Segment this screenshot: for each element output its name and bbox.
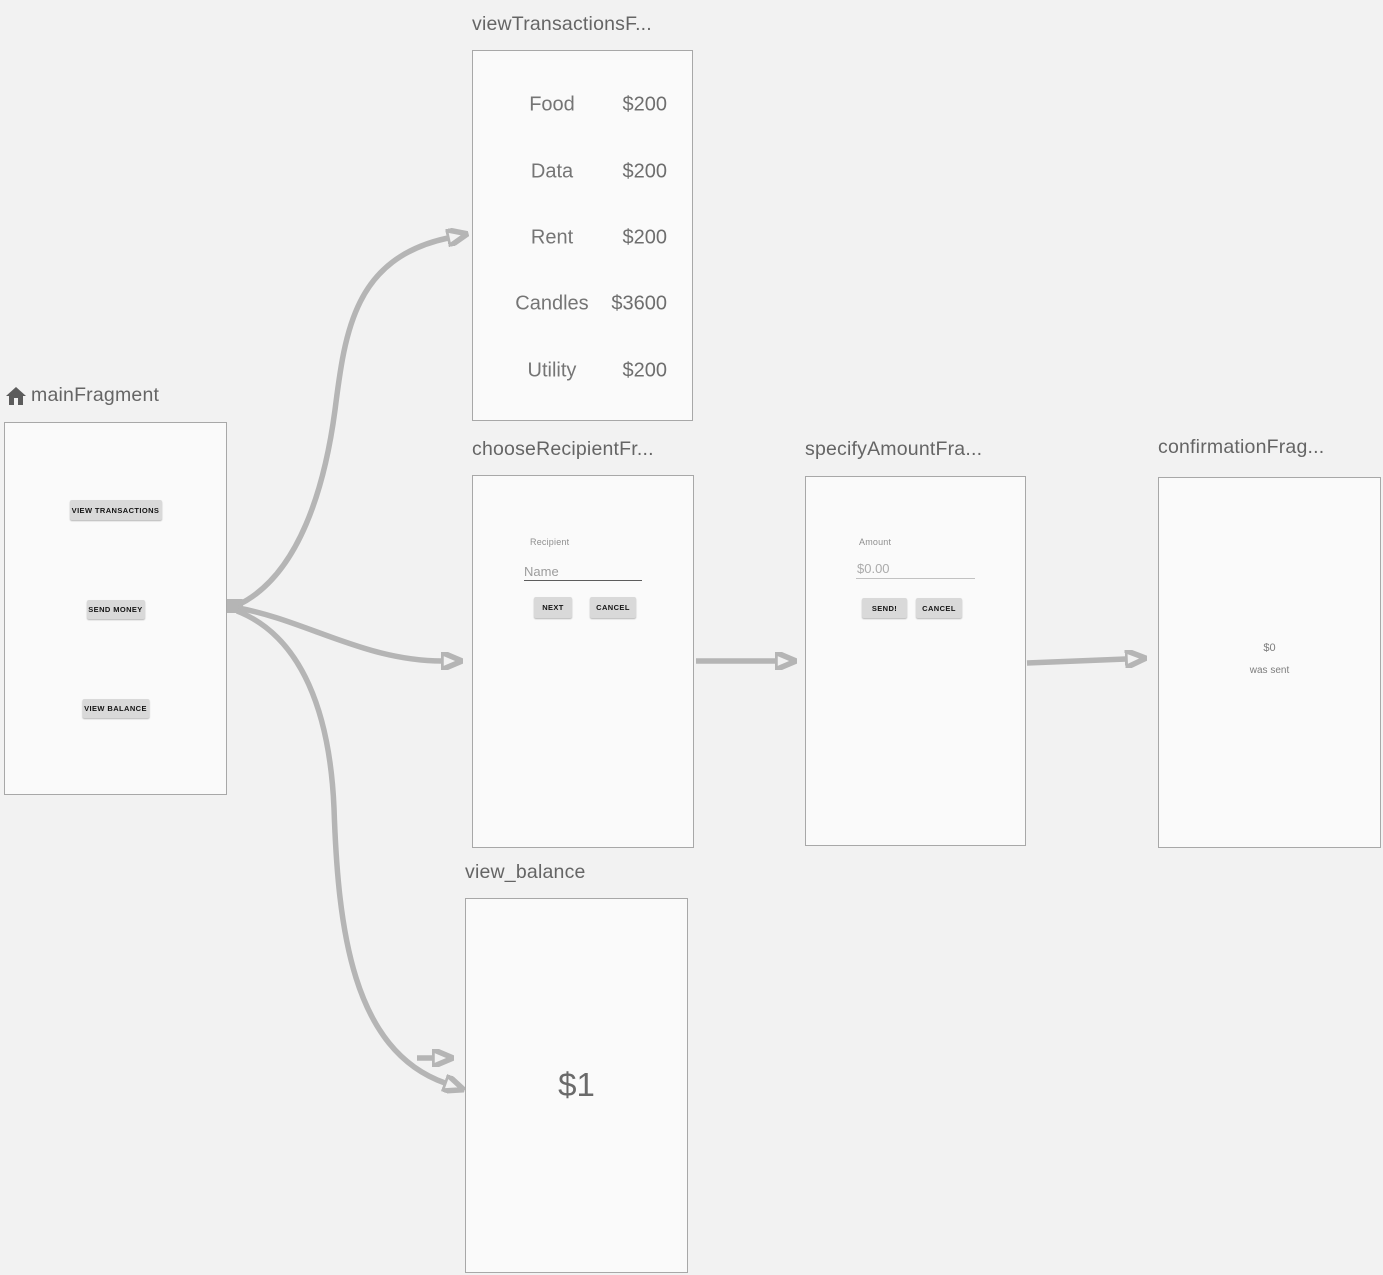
fragment-preview-choose-recipient[interactable]: Recipient Name NEXT CANCEL — [472, 475, 694, 848]
fragment-title-view-transactions[interactable]: viewTransactionsF... — [472, 13, 652, 36]
transaction-row: Candles $3600 — [473, 271, 692, 337]
action-arrow-main-to-view-balance[interactable] — [235, 608, 445, 1083]
amount-input-preview: $0.00 — [857, 561, 890, 576]
transaction-row: Utility $200 — [473, 338, 692, 404]
home-icon — [6, 386, 26, 405]
cancel-button-preview: CANCEL — [590, 597, 636, 618]
transaction-row: Rent $200 — [473, 205, 692, 271]
transaction-amount: $200 — [622, 160, 668, 183]
fragment-title-main-label: mainFragment — [31, 384, 160, 406]
fragment-title-specify-amount[interactable]: specifyAmountFra... — [805, 438, 982, 461]
amount-input-underline — [856, 578, 975, 579]
confirmation-message-text: was sent — [1249, 665, 1290, 676]
fragment-title-view-balance-label: view_balance — [465, 861, 586, 883]
recipient-input-preview: Name — [524, 564, 559, 579]
transaction-label: Utility — [527, 359, 577, 382]
transaction-label: Candles — [515, 292, 589, 315]
fragment-preview-confirmation[interactable]: $0 was sent — [1158, 477, 1381, 848]
transaction-label: Food — [529, 93, 575, 116]
fragment-title-specify-amount-label: specifyAmountFra... — [805, 438, 983, 460]
fragment-preview-specify-amount[interactable]: Amount $0.00 SEND! CANCEL — [805, 476, 1026, 846]
recipient-input-underline — [524, 580, 642, 581]
fragment-preview-view-balance[interactable]: $1 — [465, 898, 688, 1273]
confirmation-amount-text: $0 — [1263, 642, 1276, 654]
next-button-preview: NEXT — [534, 597, 572, 618]
fragment-title-confirmation-label: confirmationFrag... — [1158, 436, 1325, 458]
fragment-preview-main[interactable]: VIEW TRANSACTIONS SEND MONEY VIEW BALANC… — [4, 422, 227, 795]
fragment-title-choose-recipient-label: chooseRecipientFr... — [472, 438, 654, 460]
fragment-title-confirmation[interactable]: confirmationFrag... — [1158, 436, 1324, 459]
recipient-field-label: Recipient — [530, 537, 570, 547]
balance-amount-text: $1 — [558, 1066, 595, 1103]
transaction-amount: $200 — [622, 226, 668, 249]
send-money-button-preview: SEND MONEY — [86, 600, 145, 619]
action-arrow-specify-amount-to-confirmation[interactable] — [1026, 659, 1126, 663]
fragment-title-view-balance[interactable]: view_balance — [465, 861, 586, 884]
view-transactions-button-preview: VIEW TRANSACTIONS — [69, 500, 162, 520]
transaction-label: Rent — [530, 226, 574, 249]
amount-field-label: Amount — [859, 537, 892, 547]
action-arrow-main-to-choose-recipient[interactable] — [237, 605, 442, 661]
view-balance-button-preview: VIEW BALANCE — [82, 699, 149, 718]
transaction-amount: $200 — [622, 93, 668, 116]
transaction-row: Food $200 — [473, 72, 692, 138]
cancel-button-preview: CANCEL — [916, 598, 962, 618]
transaction-list: Food $200 Data $200 Rent $200 Candles $3… — [473, 72, 692, 404]
transaction-amount: $200 — [622, 359, 668, 382]
transaction-label: Data — [530, 160, 574, 183]
fragment-preview-view-transactions[interactable]: Food $200 Data $200 Rent $200 Candles $3… — [472, 50, 693, 421]
transaction-amount: $3600 — [611, 292, 667, 315]
fragment-title-view-transactions-label: viewTransactionsF... — [472, 13, 652, 35]
fragment-title-choose-recipient[interactable]: chooseRecipientFr... — [472, 438, 654, 461]
action-arrow-main-to-view-transactions[interactable] — [236, 238, 448, 608]
send-button-preview: SEND! — [862, 598, 907, 618]
transaction-row: Data $200 — [473, 138, 692, 204]
fragment-title-main[interactable]: mainFragment — [6, 384, 159, 407]
